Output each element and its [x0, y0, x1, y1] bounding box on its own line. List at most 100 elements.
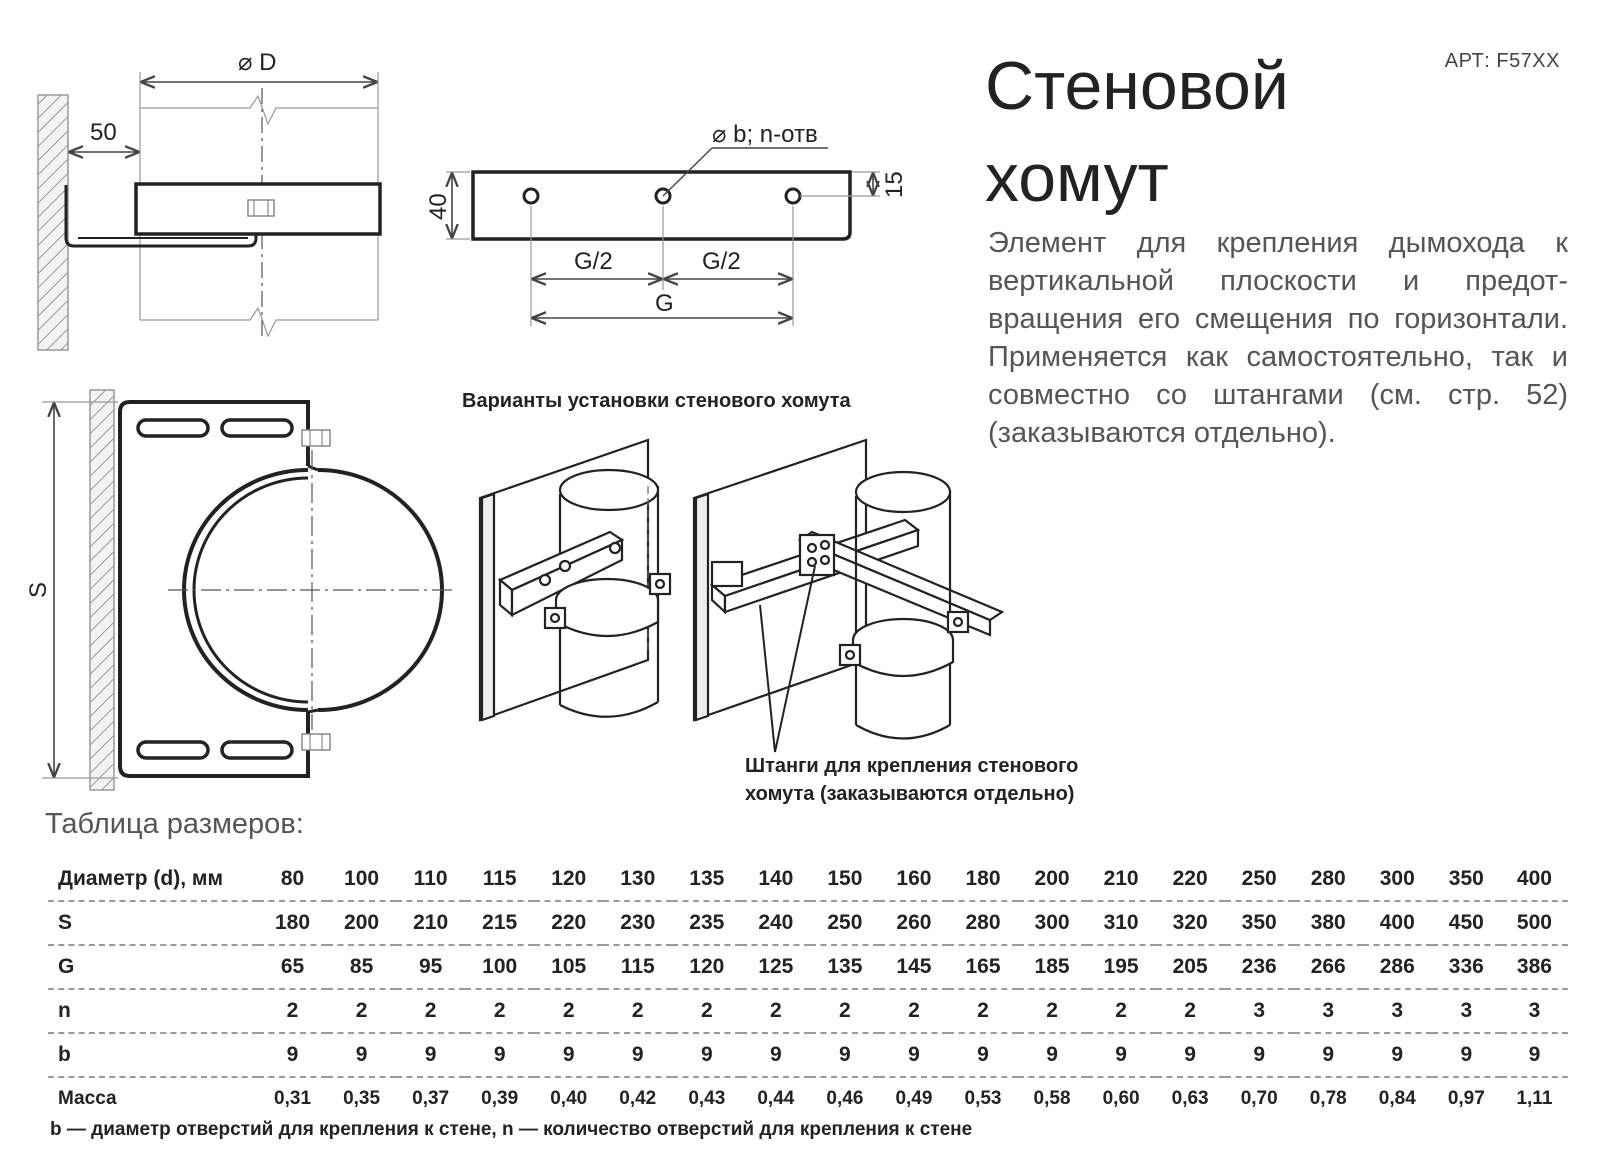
table-cell: 2	[810, 989, 880, 1034]
row-label: Масса	[58, 1088, 117, 1109]
table-cell: 9	[879, 1033, 949, 1078]
table-cell: 135	[810, 945, 880, 990]
table-cell: 0,97	[1447, 1088, 1485, 1109]
table-cell: 286	[1362, 945, 1432, 990]
rods-caption-line2: хомута (заказываются отдельно)	[745, 783, 1074, 805]
offset-50-label: 50	[90, 119, 117, 146]
table-cell: 250	[1224, 858, 1294, 902]
table-cell: 220	[1155, 858, 1225, 902]
table-cell: 140	[741, 858, 811, 902]
table-cell: 65	[258, 945, 328, 990]
table-cell: 180	[948, 858, 1018, 902]
table-cell: 9	[1500, 1033, 1568, 1078]
table-cell: 240	[741, 901, 811, 946]
table-cell: 200	[1017, 858, 1087, 902]
table-cell: 3	[1224, 989, 1294, 1034]
table-cell: 300	[1362, 858, 1432, 902]
table-cell: 235	[672, 901, 742, 946]
table-cell: 0,78	[1309, 1088, 1347, 1109]
table-cell: 85	[327, 945, 397, 990]
table-cell: 400	[1500, 858, 1568, 902]
table-cell: 280	[948, 901, 1018, 946]
table-cell: 3	[1500, 989, 1568, 1034]
row-label: Диаметр (d), мм	[48, 858, 258, 902]
table-cell: 105	[534, 945, 604, 990]
table-cell: 9	[672, 1033, 742, 1078]
table-cell: 2	[1155, 989, 1225, 1034]
rods-caption-line1: Штанги для крепления стенового	[745, 755, 1078, 777]
height-40-label: 40	[425, 193, 452, 220]
table-cell: 0,60	[1102, 1088, 1140, 1109]
table-cell: 2	[672, 989, 742, 1034]
table-cell: 9	[258, 1033, 328, 1078]
row-label: S	[48, 901, 258, 946]
s-label: S	[25, 582, 52, 598]
table-cell: 9	[1362, 1033, 1432, 1078]
table-cell: 2	[879, 989, 949, 1034]
table-cell: 310	[1086, 901, 1156, 946]
table-cell: 9	[1017, 1033, 1087, 1078]
table-cell: 0,63	[1171, 1088, 1209, 1109]
table-cell: 230	[603, 901, 673, 946]
table-cell: 9	[534, 1033, 604, 1078]
table-cell: 9	[948, 1033, 1018, 1078]
product-description: Элемент для крепления дымохода к вертика…	[988, 227, 1568, 449]
installation-variant-2	[692, 438, 1005, 753]
table-cell: 320	[1155, 901, 1225, 946]
table-cell: 2	[603, 989, 673, 1034]
table-cell: 0,46	[826, 1088, 864, 1109]
table-cell: 350	[1224, 901, 1294, 946]
plate-view-drawing: ⌀ b; n-отв 40 15 G/2 G/2 G	[425, 121, 908, 326]
table-cell: 100	[327, 858, 397, 902]
table-cell: 210	[1086, 858, 1156, 902]
table-cell: 0,49	[895, 1088, 933, 1109]
table-cell: 205	[1155, 945, 1225, 990]
table-cell: 300	[1017, 901, 1087, 946]
table-cell: 266	[1293, 945, 1363, 990]
table-cell: 236	[1224, 945, 1294, 990]
table-cell: 9	[1086, 1033, 1156, 1078]
table-cell: 0,43	[688, 1088, 726, 1109]
table-cell: 215	[465, 901, 535, 946]
table-cell: 210	[396, 901, 466, 946]
table-cell: 220	[534, 901, 604, 946]
table-cell: 115	[603, 945, 673, 990]
table-cell: 145	[879, 945, 949, 990]
row-label: G	[48, 945, 258, 990]
table-cell: 165	[948, 945, 1018, 990]
product-title: Стеновой хомут	[985, 40, 1405, 224]
table-cell: 0,40	[550, 1088, 588, 1109]
table-cell: 180	[258, 901, 328, 946]
table-cell: 9	[396, 1033, 466, 1078]
table-cell: 9	[1224, 1033, 1294, 1078]
front-view-drawing: S	[25, 389, 456, 791]
table-cell: 200	[327, 901, 397, 946]
table-cell: 350	[1431, 858, 1501, 902]
table-cell: 380	[1293, 901, 1363, 946]
table-cell: 3	[1362, 989, 1432, 1034]
article-code: АРТ: F57XX	[1444, 50, 1560, 72]
table-cell: 185	[1017, 945, 1087, 990]
table-cell: 9	[465, 1033, 535, 1078]
table-cell: 120	[534, 858, 604, 902]
table-cell: 160	[879, 858, 949, 902]
holes-label: ⌀ b; n-отв	[712, 121, 818, 148]
table-cell: 9	[603, 1033, 673, 1078]
footnote: b — диаметр отверстий для крепления к ст…	[50, 1119, 973, 1140]
table-cell: 2	[396, 989, 466, 1034]
table-cell: 260	[879, 901, 949, 946]
table-cell: 130	[603, 858, 673, 902]
table-cell: 0,42	[619, 1088, 657, 1109]
table-cell: 9	[741, 1033, 811, 1078]
table-cell: 0,44	[757, 1088, 795, 1109]
table-cell: 0,70	[1240, 1088, 1278, 1109]
side-view-drawing: ⌀ D 50	[37, 49, 382, 351]
table-cell: 0,35	[343, 1088, 381, 1109]
